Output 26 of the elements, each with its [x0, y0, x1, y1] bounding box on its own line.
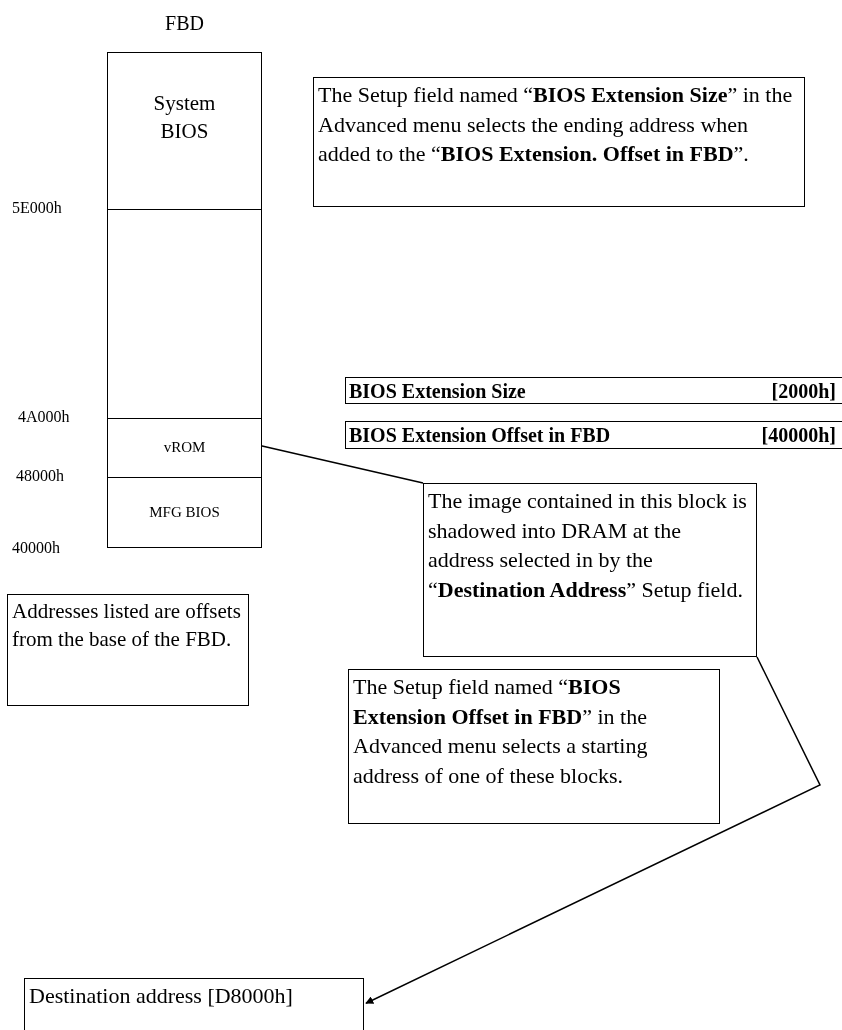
- setup-field-row: [345, 377, 842, 404]
- note-box: [313, 77, 805, 207]
- address-label: 5E000h: [12, 199, 62, 217]
- address-label: 40000h: [12, 539, 60, 557]
- note-text: The Setup field named “BIOS Extension Size” in the Advanced menu selects the ending address when added to the “BIOS Extension. Offset in FBD”.: [318, 81, 794, 169]
- note-text: The image contained in this block is shadowed into DRAM at the address selected in by the “Destination Address” Setup field.: [428, 487, 748, 605]
- field-value: [40000h]: [761, 423, 836, 447]
- field-value: [2000h]: [771, 378, 836, 403]
- column-heading: FBD: [164, 11, 205, 36]
- field-name: BIOS Extension Size: [349, 378, 526, 403]
- field-name: BIOS Extension Offset in FBD: [349, 423, 611, 447]
- note-text: Destination address [D8000h]: [29, 982, 294, 1010]
- region-label: vROM: [163, 438, 206, 458]
- region-label: MFG BIOS: [149, 502, 220, 522]
- setup-field-row: [345, 421, 842, 449]
- address-label: 4A000h: [18, 408, 70, 426]
- note-box: [7, 594, 249, 706]
- note-box: [348, 669, 720, 824]
- note-text: The Setup field named “BIOS Extension Offset in FBD” in the Advanced menu selects a starting address of one of these blocks.: [353, 673, 649, 791]
- note-box: [24, 978, 364, 1030]
- arrow: [365, 656, 821, 1004]
- region-label: System BIOS: [152, 90, 217, 146]
- note-box: [423, 483, 757, 657]
- note-text: Addresses listed are offsets from the base of the FBD.: [12, 598, 242, 654]
- address-label: 48000h: [16, 467, 64, 485]
- leader-line: [260, 445, 424, 484]
